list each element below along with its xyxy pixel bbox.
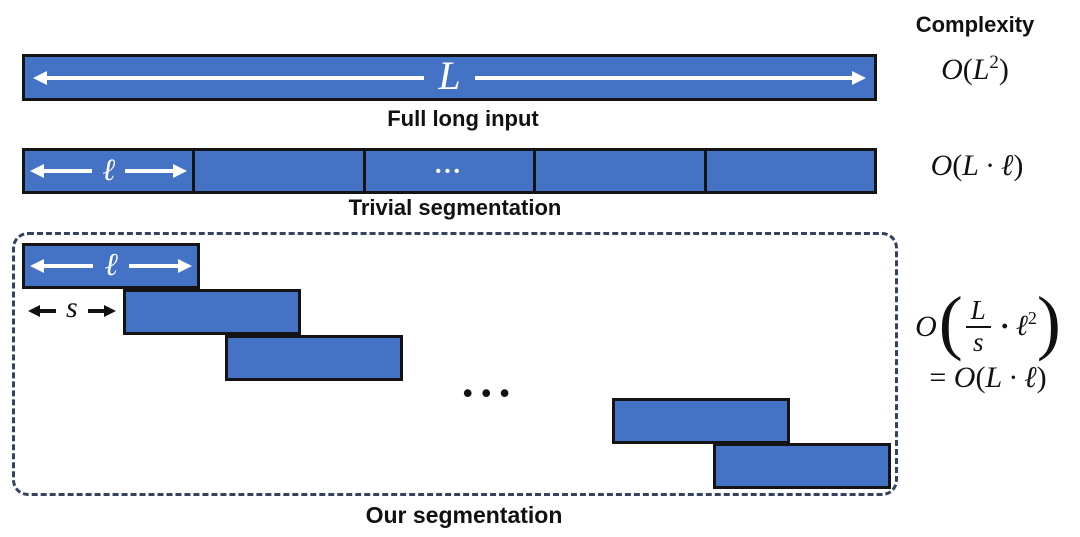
arrow-line [87,309,104,313]
arrow-line [44,169,93,173]
open-paren: ( [975,361,986,395]
arrowhead-left-icon [28,305,40,317]
big-close-paren: ) [1036,281,1061,362]
fraction-numerator: L [965,295,991,328]
arrow-line [40,309,56,313]
length-arrow-L: L [25,52,874,98]
full-input-bar: L [22,54,877,101]
complexity-column-header: Complexity [915,12,1035,37]
overlap-block-1: ℓ [22,243,200,289]
window-arrow-l: ℓ [25,246,197,286]
arrowhead-left-icon [30,259,44,273]
fraction-denominator: s [973,326,984,357]
big-O: O [915,309,937,343]
complexity-arg: L · ℓ [985,361,1037,395]
complexity-ours: O ( L s · ℓ 2 ) = O(L · ℓ) [900,281,1076,395]
close-paren: ) [1013,149,1024,182]
ell-symbol: ℓ [1015,310,1028,343]
arrowhead-left-icon [30,164,44,178]
big-O: O [930,149,953,182]
complexity-ours-line2: = O(L · ℓ) [929,361,1046,395]
overlap-block-4 [612,398,790,444]
segment-2 [192,151,362,191]
stride-arrow-s: s [28,293,123,329]
overlap-block-5 [713,443,891,489]
arrowhead-right-icon [178,259,193,273]
big-open-paren: ( [938,281,963,362]
ellipsis-dots: ••• [463,378,519,408]
trivial-segmentation-caption: Trivial segmentation [348,195,562,220]
open-paren: ( [962,53,973,86]
overlap-block-3 [225,335,403,381]
complexity-ours-line1: O ( L s · ℓ 2 ) [915,281,1061,362]
arrow-line [44,264,94,268]
trivial-segmentation-bar: ℓ ••• [22,148,877,194]
arrowhead-right-icon [103,305,116,317]
big-O: O [941,53,963,86]
segment-1: ℓ [25,151,192,191]
full-input-caption: Full long input [387,106,539,131]
close-paren: ) [1036,361,1047,395]
complexity-arg: L · ℓ [962,149,1014,182]
segment-4 [533,151,703,191]
arrowhead-right-icon [173,164,188,178]
segment-5 [703,151,874,191]
window-label-l: ℓ [104,246,118,282]
window-label-l: ℓ [102,151,116,187]
complexity-trivial: O(L · ℓ) [892,149,1062,183]
close-paren: ) [998,53,1009,86]
arrow-line [128,264,179,268]
arrow-line [474,75,852,80]
arrowhead-left-icon [33,70,47,85]
arrow-line [47,75,425,80]
overlap-block-2 [123,289,301,335]
arrow-line [125,169,174,173]
our-segmentation-box: ℓ s ••• [12,232,898,496]
our-segmentation-caption: Our segmentation [365,502,563,528]
window-arrow-l: ℓ [25,151,192,191]
complexity-arg: L [972,53,990,86]
ellipsis-dots: ••• [435,162,464,180]
stride-label-s: s [66,291,78,324]
exponent: 2 [989,52,999,73]
equals-sign: = [929,361,947,395]
cdot: · [999,309,1010,343]
arrowhead-right-icon [852,70,866,85]
complexity-full-input: O(L2) [895,52,1055,87]
exponent: 2 [1027,308,1037,329]
fraction-L-over-s: L s [965,295,991,357]
big-O: O [953,361,976,395]
open-paren: ( [952,149,963,182]
segment-3: ••• [362,151,533,191]
length-label-L: L [438,52,461,98]
